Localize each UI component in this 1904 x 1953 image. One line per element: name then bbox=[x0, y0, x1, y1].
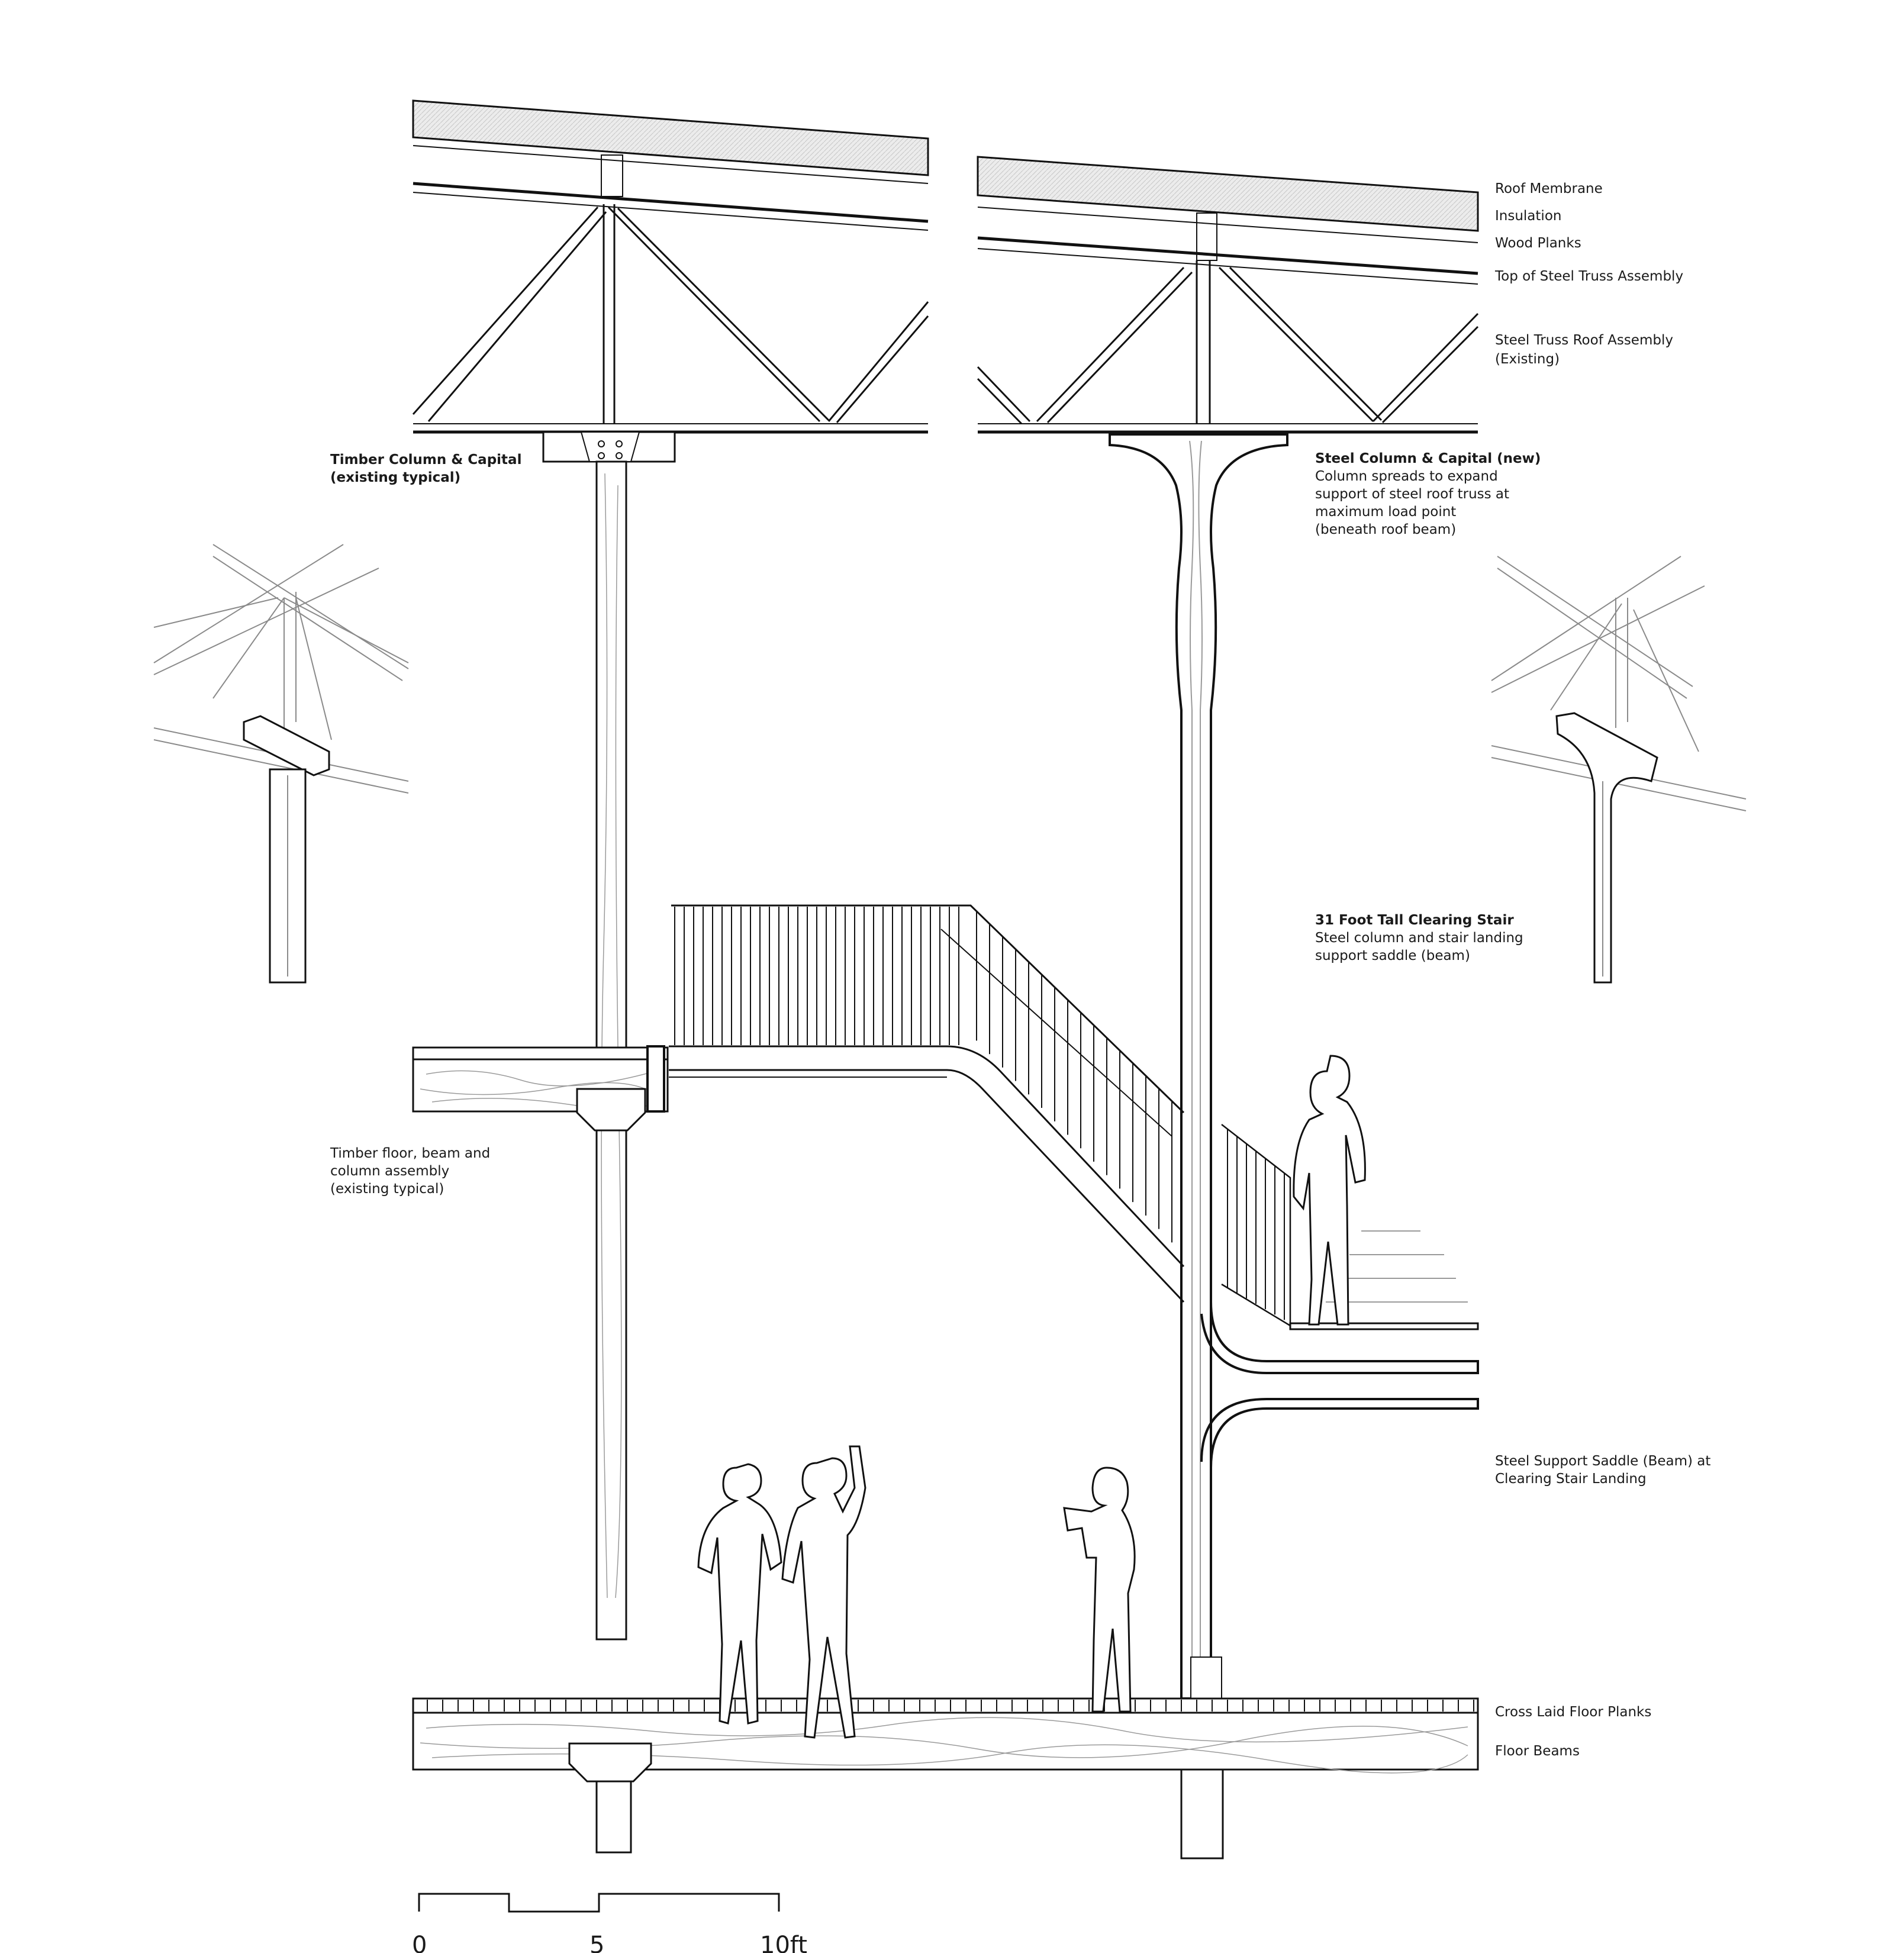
label-timber-column-title: Timber Column & Capital bbox=[330, 452, 521, 468]
ground-floor-assembly bbox=[412, 1697, 1479, 1859]
person-silhouettes bbox=[697, 1055, 1366, 1739]
label-wood-planks: Wood Planks bbox=[1495, 236, 1581, 251]
left-truss-webs bbox=[412, 204, 929, 424]
label-cross-laid-planks: Cross Laid Floor Planks bbox=[1495, 1704, 1651, 1720]
stair-balusters bbox=[674, 907, 1285, 1320]
scale-tick-5: 5 bbox=[589, 1932, 604, 1953]
person-3 bbox=[1063, 1467, 1136, 1713]
label-top-of-truss: Top of Steel Truss Assembly bbox=[1494, 269, 1683, 284]
label-timber-floor-1: Timber floor, beam and bbox=[330, 1146, 490, 1161]
stair-handrail bbox=[671, 904, 1185, 1114]
right-roof-membrane bbox=[977, 156, 1479, 232]
clearing-stair bbox=[669, 904, 1479, 1330]
label-steel-column-title: Steel Column & Capital (new) bbox=[1315, 451, 1541, 466]
scale-bar: 0 5 10ft bbox=[412, 1893, 807, 1953]
stair-landing bbox=[1289, 1322, 1479, 1330]
label-stair-title: 31 Foot Tall Clearing Stair bbox=[1315, 913, 1514, 928]
label-stair-1: Steel column and stair landing bbox=[1315, 930, 1523, 946]
label-timber-column-sub: (existing typical) bbox=[330, 470, 460, 485]
stair-stringer-upper bbox=[669, 1045, 1185, 1268]
left-roof-membrane bbox=[412, 99, 929, 176]
scale-tick-0: 0 bbox=[412, 1932, 427, 1953]
steel-saddle-lower bbox=[1200, 1398, 1479, 1468]
scale-tick-10ft: 10ft bbox=[760, 1932, 807, 1953]
label-steel-column-4: (beneath roof beam) bbox=[1315, 522, 1456, 537]
label-insulation: Insulation bbox=[1495, 208, 1561, 224]
label-truss-roof-1: Steel Truss Roof Assembly bbox=[1495, 333, 1673, 348]
label-truss-roof-2: (Existing) bbox=[1495, 352, 1560, 367]
right-truss-webs bbox=[977, 260, 1479, 425]
steel-column-axon-inset bbox=[1491, 556, 1747, 984]
person-4 bbox=[1293, 1055, 1366, 1326]
mid-timber-floor bbox=[412, 1045, 669, 1132]
label-timber-floor-3: (existing typical) bbox=[330, 1181, 444, 1197]
label-timber-floor-2: column assembly bbox=[330, 1164, 449, 1179]
label-roof-membrane: Roof Membrane bbox=[1495, 181, 1603, 196]
label-steel-column-1: Column spreads to expand bbox=[1315, 469, 1498, 484]
label-floor-beams: Floor Beams bbox=[1495, 1743, 1580, 1759]
label-steel-column-3: maximum load point bbox=[1315, 504, 1456, 520]
stair-guard-lower bbox=[1221, 1124, 1291, 1327]
cross-laid-floor-planks bbox=[412, 1697, 1479, 1714]
timber-column-axon-inset bbox=[153, 544, 409, 984]
label-saddle-2: Clearing Stair Landing bbox=[1495, 1471, 1647, 1487]
label-steel-column-2: support of steel roof truss at bbox=[1315, 486, 1509, 502]
label-stair-2: support saddle (beam) bbox=[1315, 948, 1470, 963]
stair-stringer-lower bbox=[669, 1069, 1185, 1303]
steel-saddle-upper bbox=[1200, 1301, 1479, 1374]
person-2 bbox=[781, 1445, 866, 1739]
person-1 bbox=[697, 1463, 782, 1725]
left-roof-assembly bbox=[412, 99, 929, 1641]
label-saddle-1: Steel Support Saddle (Beam) at bbox=[1495, 1454, 1710, 1469]
left-timber-capital bbox=[542, 431, 676, 463]
